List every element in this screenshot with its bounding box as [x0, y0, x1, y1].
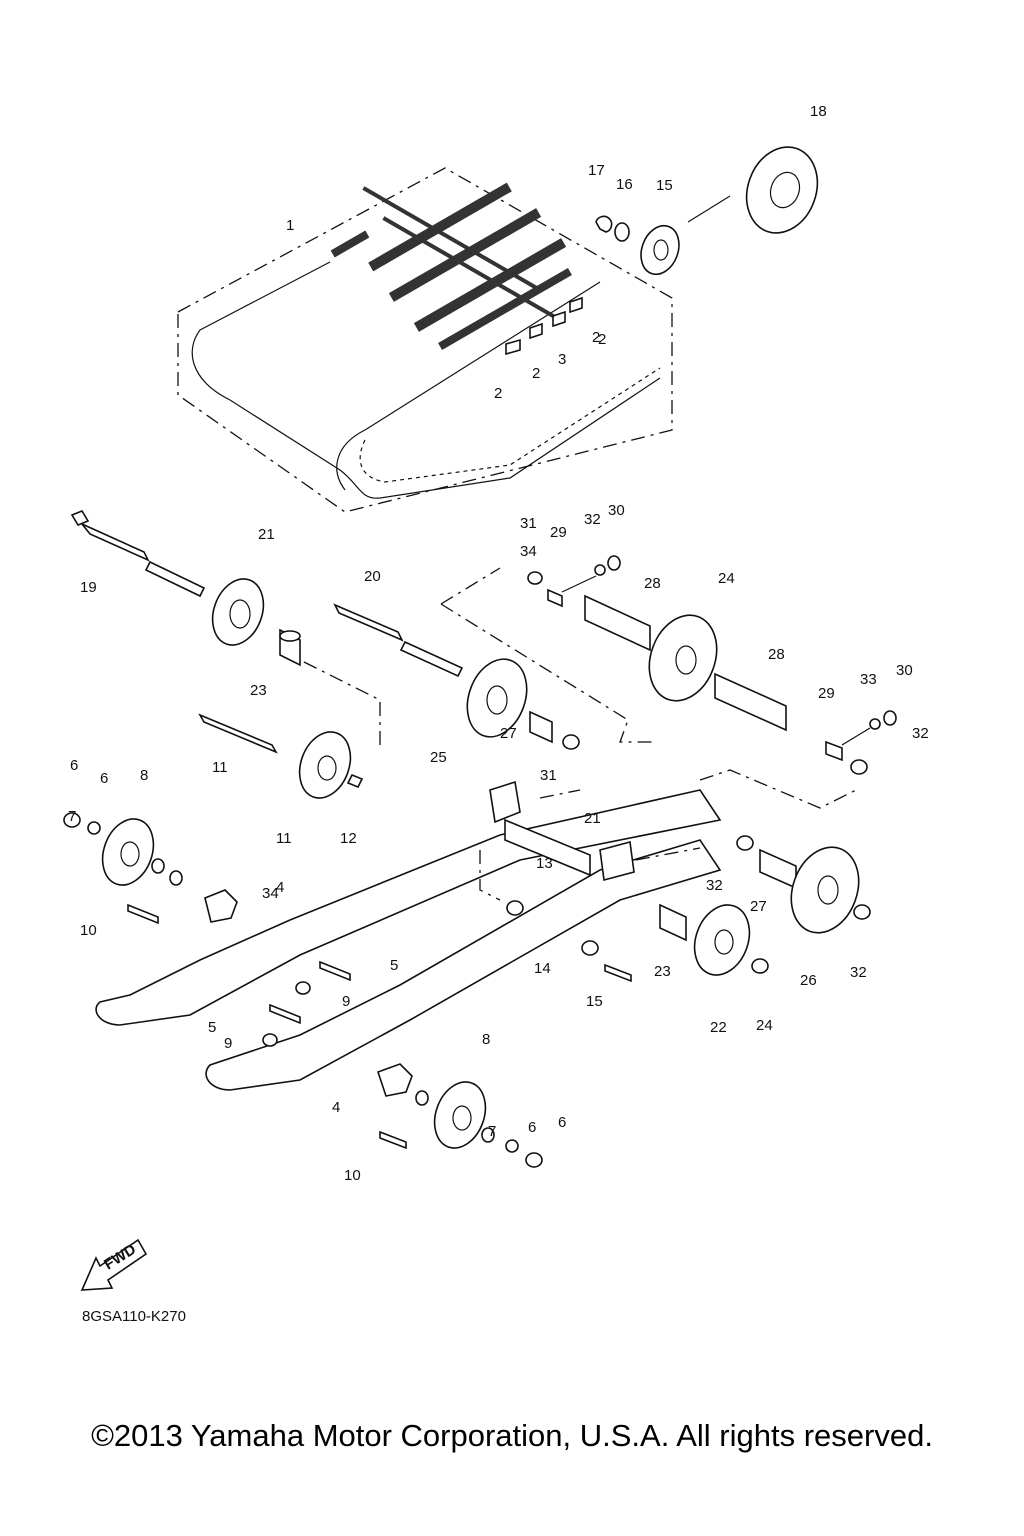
callout-10: 10 [344, 1167, 361, 1184]
copyright-notice: ©2013 Yamaha Motor Corporation, U.S.A. A… [91, 1418, 933, 1453]
callout-6: 6 [528, 1119, 536, 1136]
callout-6: 6 [100, 770, 108, 787]
callout-19: 19 [80, 579, 97, 596]
callout-1: 1 [286, 217, 294, 234]
callout-23: 23 [250, 682, 267, 699]
callout-9: 9 [224, 1035, 232, 1052]
fwd-arrow-icon: FWD [80, 1238, 148, 1291]
callout-33: 33 [860, 671, 877, 688]
left-side-hardware [63, 659, 632, 1168]
callout-18: 18 [810, 103, 827, 120]
callout-25: 25 [430, 749, 447, 766]
right-upper-group [440, 555, 897, 775]
callout-21: 21 [584, 810, 601, 827]
callout-28: 28 [768, 646, 785, 663]
track-assembly [177, 167, 673, 513]
callout-20: 20 [364, 568, 381, 585]
callout-2: 2 [598, 331, 606, 348]
callout-6: 6 [558, 1114, 566, 1131]
callout-28: 28 [644, 575, 661, 592]
callout-7: 7 [488, 1123, 496, 1140]
callout-11: 11 [276, 830, 292, 847]
callout-32: 32 [912, 725, 929, 742]
callout-2: 2 [592, 329, 600, 346]
callout-13: 13 [536, 855, 553, 872]
callout-15: 15 [586, 993, 603, 1010]
callout-8: 8 [140, 767, 148, 784]
callout-17: 17 [588, 162, 605, 179]
callout-32: 32 [584, 511, 601, 528]
callout-31: 31 [520, 515, 537, 532]
callout-11: 11 [212, 759, 228, 776]
lower-right-wheels [659, 835, 871, 976]
callout-24: 24 [718, 570, 735, 587]
callout-8: 8 [482, 1031, 490, 1048]
callout-32: 32 [706, 877, 723, 894]
callout-31: 31 [540, 767, 557, 784]
callout-30: 30 [608, 502, 625, 519]
callout-10: 10 [80, 922, 97, 939]
track-tread [330, 182, 572, 350]
callout-29: 29 [818, 685, 835, 702]
middle-shaft-group [333, 603, 580, 750]
callout-5: 5 [390, 957, 398, 974]
callout-32: 32 [850, 964, 867, 981]
callout-6: 6 [70, 757, 78, 774]
callout-12: 12 [340, 830, 357, 847]
callout-27: 27 [750, 898, 767, 915]
left-shaft-group [70, 510, 364, 799]
callout-2: 2 [494, 385, 502, 402]
callout-21: 21 [258, 526, 275, 543]
callout-5: 5 [208, 1019, 216, 1036]
diagram-reference-code: 8GSA110-K270 [82, 1308, 186, 1325]
callout-4: 4 [276, 879, 284, 896]
callout-14: 14 [534, 960, 551, 977]
track-clips [505, 296, 583, 356]
slide-rail-frame [95, 769, 857, 1091]
callout-24: 24 [756, 1017, 773, 1034]
callout-15: 15 [656, 177, 673, 194]
callout-7: 7 [68, 808, 76, 825]
callout-23: 23 [654, 963, 671, 980]
callout-34: 34 [262, 885, 279, 902]
callout-26: 26 [800, 972, 817, 989]
callout-29: 29 [550, 524, 567, 541]
callout-3: 3 [558, 351, 566, 368]
upper-wheel-group [595, 146, 819, 276]
callout-9: 9 [342, 993, 350, 1010]
callout-2: 2 [532, 365, 540, 382]
callout-4: 4 [332, 1099, 340, 1116]
callout-16: 16 [616, 176, 633, 193]
callout-34: 34 [520, 543, 537, 560]
callout-30: 30 [896, 662, 913, 679]
callout-27: 27 [500, 725, 517, 742]
callout-22: 22 [710, 1019, 727, 1036]
